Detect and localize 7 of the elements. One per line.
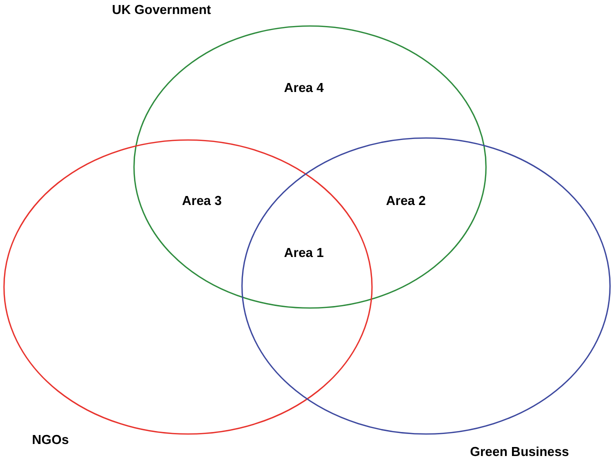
region-label: Area 1 xyxy=(284,245,324,260)
set-label: Green Business xyxy=(470,444,569,459)
region-label: Area 2 xyxy=(386,193,426,208)
region-label: Area 3 xyxy=(182,193,222,208)
region-label: Area 4 xyxy=(284,80,324,95)
set-label: UK Government xyxy=(112,2,211,17)
set-label: NGOs xyxy=(32,432,69,447)
